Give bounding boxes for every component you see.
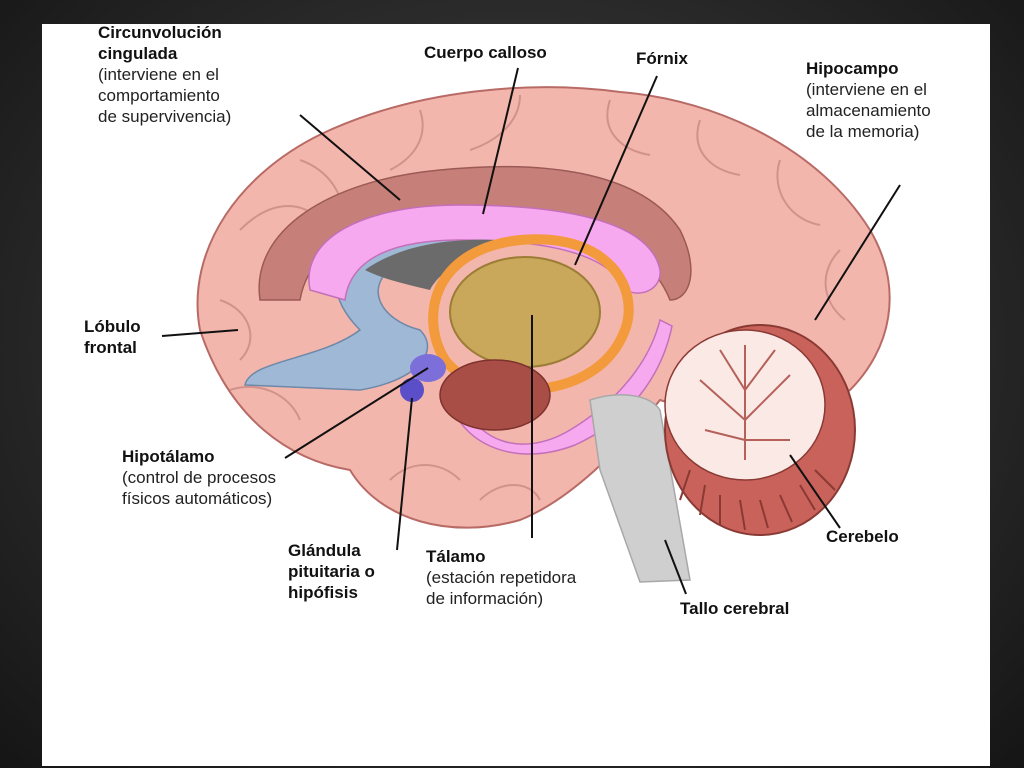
cerebellum-folia bbox=[679, 469, 836, 531]
label-fornix: Fórnix bbox=[636, 48, 688, 69]
midbrain-shape bbox=[439, 359, 551, 431]
label-cingulate-desc: (interviene en el comportamiento de supe… bbox=[98, 65, 232, 126]
label-frontal-lobe: Lóbulo frontal bbox=[84, 316, 141, 358]
leader-cerebellum bbox=[789, 454, 841, 529]
leader-brainstem bbox=[664, 539, 687, 595]
label-thalamus-desc: (estación repetidora de información) bbox=[426, 568, 577, 608]
leader-lines bbox=[161, 67, 901, 595]
leader-pituitary bbox=[396, 397, 413, 551]
label-hippocampus: Hipocampo (interviene en el almacenamien… bbox=[806, 58, 931, 142]
label-cingulate: Circunvolución cingulada (interviene en … bbox=[98, 22, 231, 127]
label-hypothalamus-title: Hipotálamo bbox=[122, 447, 215, 466]
leader-fornix bbox=[574, 75, 658, 266]
label-cingulate-title: Circunvolución cingulada bbox=[98, 23, 222, 63]
label-hypothalamus: Hipotálamo (control de procesos físicos … bbox=[122, 446, 276, 509]
arbor-vitae-branches bbox=[699, 345, 791, 460]
label-thalamus-title: Tálamo bbox=[426, 547, 486, 566]
label-hippocampus-desc: (interviene en el almacenamiento de la m… bbox=[806, 80, 931, 141]
lower-callosal-curve bbox=[447, 318, 673, 455]
label-pituitary-title: Glándula pituitaria o hipófisis bbox=[288, 541, 375, 602]
label-fornix-title: Fórnix bbox=[636, 49, 688, 68]
leader-frontal-lobe bbox=[161, 329, 239, 337]
label-hippocampus-title: Hipocampo bbox=[806, 59, 899, 78]
label-pituitary: Glándula pituitaria o hipófisis bbox=[288, 540, 375, 603]
label-cerebellum: Cerebelo bbox=[826, 526, 899, 547]
leader-cingulate bbox=[299, 114, 401, 201]
label-brainstem-title: Tallo cerebral bbox=[680, 599, 790, 618]
label-cerebellum-title: Cerebelo bbox=[826, 527, 899, 546]
label-thalamus: Tálamo (estación repetidora de informaci… bbox=[426, 546, 576, 609]
leader-hippocampus bbox=[814, 184, 901, 321]
corpus-callosum bbox=[308, 204, 661, 301]
thalamus-shape bbox=[449, 256, 601, 368]
label-hypothalamus-desc: (control de procesos físicos automáticos… bbox=[122, 468, 277, 508]
label-brainstem: Tallo cerebral bbox=[680, 598, 789, 619]
label-corpus-callosum-title: Cuerpo calloso bbox=[424, 43, 547, 62]
label-corpus-callosum: Cuerpo calloso bbox=[424, 42, 547, 63]
leader-corpus-callosum bbox=[482, 67, 519, 215]
label-frontal-lobe-title: Lóbulo frontal bbox=[84, 317, 141, 357]
pituitary-shape bbox=[400, 378, 424, 402]
leader-hypothalamus bbox=[284, 367, 429, 459]
gyri-lines bbox=[219, 94, 846, 501]
